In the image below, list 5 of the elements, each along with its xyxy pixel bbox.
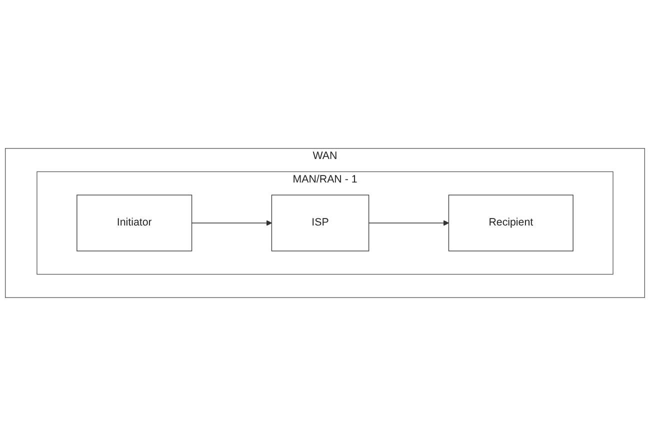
node-box: Recipient	[448, 194, 574, 252]
node-box: ISP	[271, 194, 370, 252]
arrow	[191, 220, 272, 226]
arrow	[368, 220, 449, 226]
node-box: Initiator	[76, 194, 192, 252]
